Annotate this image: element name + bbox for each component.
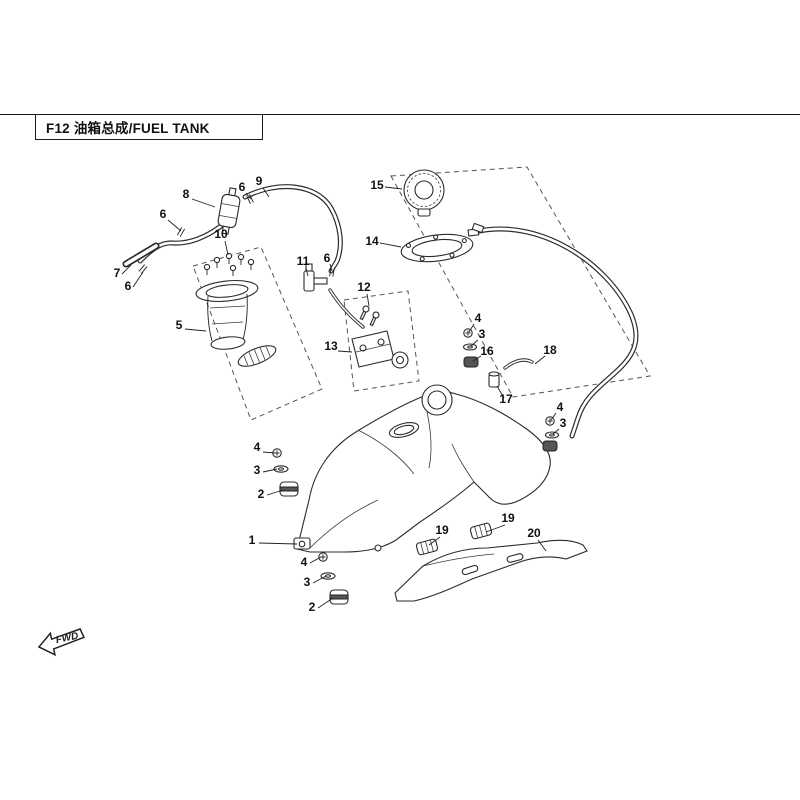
washer-icon: [320, 572, 336, 580]
callout-19: 19: [435, 523, 449, 537]
callout-18: 18: [543, 343, 557, 357]
grommet-2: [279, 481, 299, 497]
fuel-hose-9: [242, 184, 343, 274]
callout-10: 10: [214, 227, 228, 241]
breather-elbow-18: [503, 358, 534, 370]
bracket-screw: [369, 311, 380, 327]
washer-icon: [544, 431, 560, 439]
callout-6: 6: [324, 251, 331, 265]
hose-clamp-icon: [176, 227, 186, 237]
dashed-box-bracket-assembly: [343, 290, 420, 392]
leader-lines: [121, 186, 560, 609]
callout-3: 3: [479, 327, 486, 341]
spacer-17: [488, 371, 500, 388]
filler-ring: [400, 228, 480, 263]
title-box: F12 油箱总成/FUEL TANK: [35, 115, 263, 140]
pump-strainer: [237, 345, 277, 367]
callout-4: 4: [475, 311, 482, 325]
callout-3: 3: [560, 416, 567, 430]
grommet-16: [463, 356, 479, 368]
callout-4: 4: [254, 440, 261, 454]
callout-2: 2: [309, 600, 316, 614]
mounting-bracket: [351, 330, 409, 369]
page-title: F12 油箱总成/FUEL TANK: [46, 121, 210, 136]
tank-guard: [394, 539, 588, 602]
callout-20: 20: [527, 526, 541, 540]
callout-6: 6: [160, 207, 167, 221]
fuel-joint: [303, 263, 328, 292]
callout-9: 9: [256, 174, 263, 188]
callout-1: 1: [249, 533, 256, 547]
grommet-16: [542, 440, 558, 452]
dashed-box-pump-assembly: [192, 246, 323, 421]
callout-2: 2: [258, 487, 265, 501]
fwd-label: FWD: [55, 631, 80, 646]
bracket-screw: [359, 305, 370, 321]
callout-3: 3: [254, 463, 261, 477]
vent-hose: [476, 226, 639, 439]
hose-clamp-icon: [246, 194, 254, 204]
grommet-2: [329, 589, 349, 605]
rubber-pad: [469, 522, 493, 540]
callout-13: 13: [324, 339, 338, 353]
fuel-cap: [403, 169, 445, 217]
callout-4: 4: [557, 400, 564, 414]
fwd-arrow-icon: FWD: [37, 628, 85, 657]
filler-neck: [421, 384, 453, 416]
callout-11: 11: [297, 254, 310, 268]
callout-14: 14: [365, 234, 379, 248]
bolt-icon: [545, 416, 555, 426]
callout-6: 6: [125, 279, 132, 293]
fuel-filter: [217, 187, 241, 235]
washer-icon: [462, 343, 478, 351]
fuel-tank-body: [293, 384, 551, 553]
tank-mount-tab: [293, 537, 382, 552]
bolt-icon: [463, 328, 473, 338]
washer-icon: [273, 465, 289, 473]
hose-connector: [471, 222, 485, 234]
callout-12: 12: [357, 280, 371, 294]
callout-8: 8: [183, 187, 190, 201]
dashed-box-cap-assembly: [390, 166, 651, 398]
callout-16: 16: [480, 344, 494, 358]
pump-screws: [203, 252, 255, 276]
fwd-marker: FWD: [34, 616, 92, 669]
bolt-icon: [318, 552, 328, 562]
callout-5: 5: [176, 318, 183, 332]
callout-15: 15: [370, 178, 384, 192]
rubber-hose-7: [122, 242, 160, 268]
callout-3: 3: [304, 575, 311, 589]
callout-7: 7: [114, 266, 121, 280]
top-border-line: [0, 114, 800, 115]
callout-labels: 15 14 9 6 8 6 10 7 6 11 6 12 13 5 4 3 16…: [114, 174, 567, 614]
fuel-line-to-bracket: [328, 288, 365, 329]
fuel-pump-assembly: [195, 252, 277, 367]
callout-19: 19: [501, 511, 515, 525]
callout-17: 17: [499, 392, 513, 406]
callout-6: 6: [239, 180, 246, 194]
callout-4: 4: [301, 555, 308, 569]
fuel-hose-left: [137, 223, 224, 264]
pump-opening: [388, 422, 420, 438]
